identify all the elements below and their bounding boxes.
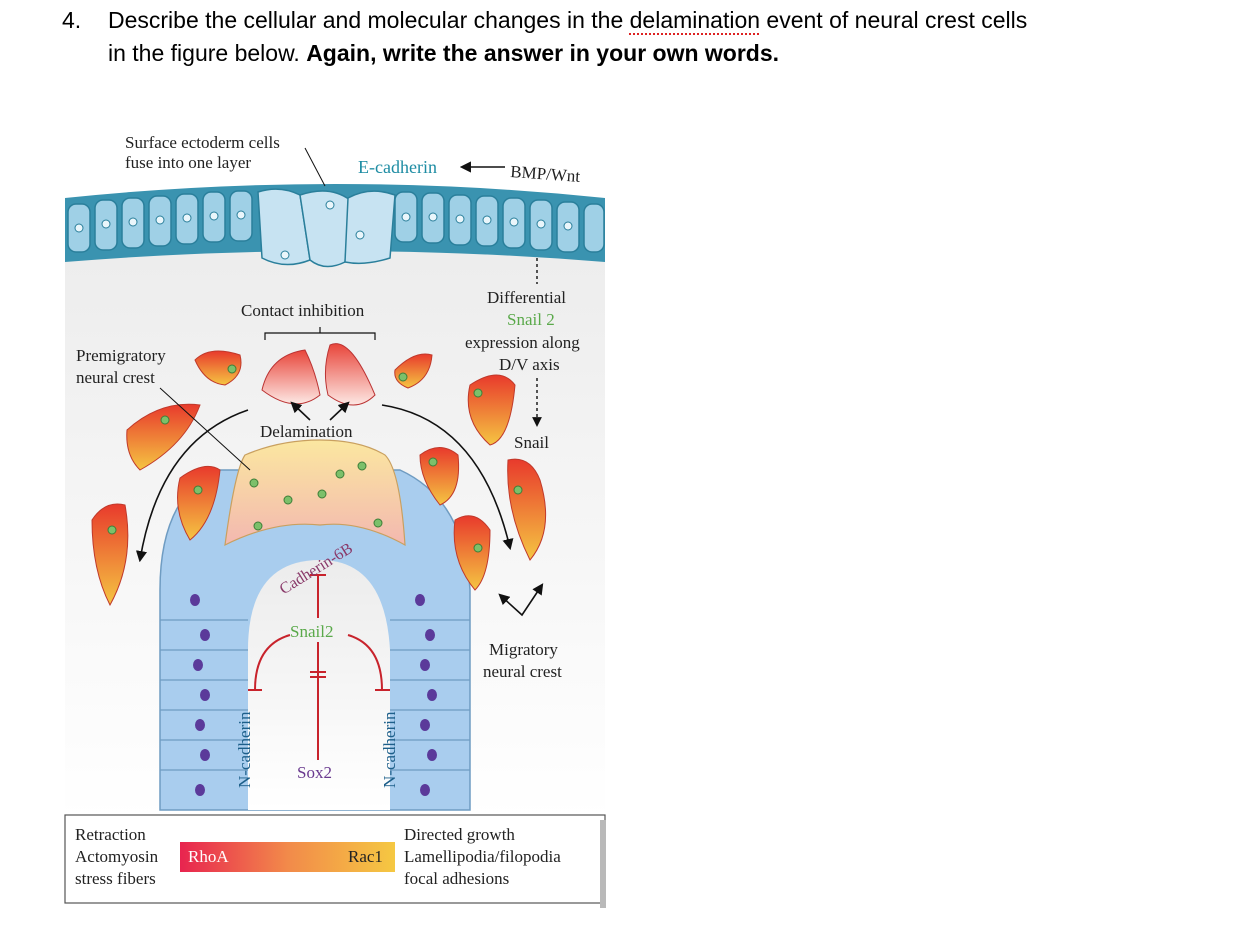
ncadherin-left-label: N-cadherin: [235, 711, 254, 788]
delamination-arrow-right: [329, 401, 350, 421]
premigratory-label-2: neural crest: [76, 368, 155, 387]
contact-inhibition-label: Contact inhibition: [241, 301, 365, 320]
question-line-2: in the figure below. Again, write the an…: [108, 40, 780, 66]
delamination-label: Delamination: [260, 422, 353, 441]
migratory-label-1: Migratory: [489, 640, 558, 659]
legend-left-3: stress fibers: [75, 869, 156, 888]
spellcheck-word[interactable]: delamination: [629, 7, 761, 33]
snail2-repress-right: [347, 634, 390, 691]
ncadherin-right-label: N-cadherin: [380, 711, 399, 788]
legend-right-1: Directed growth: [404, 825, 515, 844]
snail2-label: Snail2: [290, 622, 333, 641]
snail-label: Snail: [514, 433, 549, 452]
differential-label-1: Differential: [487, 288, 566, 307]
differential-label-3: expression along: [465, 333, 580, 352]
contact-inhibition-bracket: [264, 327, 376, 340]
migratory-arrows: [498, 583, 544, 617]
delamination-arrow-left: [290, 401, 311, 421]
migratory-label-2: neural crest: [483, 662, 562, 681]
legend-shadow: [600, 820, 606, 908]
migrating-crest-cells: [91, 350, 547, 607]
premigratory-pointer: [159, 387, 251, 471]
snail2-repress-left: [248, 634, 291, 691]
legend-left-1: Retraction: [75, 825, 146, 844]
sox2-label: Sox2: [297, 763, 332, 782]
crest-nuclei: [107, 364, 523, 553]
legend-rhoa: RhoA: [188, 847, 229, 866]
surface-pointer: [304, 147, 326, 187]
legend-right-2: Lamellipodia/filopodia: [404, 847, 561, 866]
differential-label-4: D/V axis: [499, 355, 560, 374]
differential-label-2: Snail 2: [507, 310, 555, 329]
bmp-label: BMP/Wnt: [510, 162, 581, 186]
contact-inhibition-cell-right: [324, 343, 376, 406]
snail2-to-cadherin6b: [310, 574, 326, 618]
neural-tube-nuclei: [190, 594, 437, 796]
legend-left-2: Actomyosin: [75, 847, 159, 866]
surface-label-1: Surface ectoderm cells: [125, 133, 280, 152]
right-migration-arrow: [381, 404, 514, 551]
ectoderm-nuclei: [74, 200, 573, 260]
surface-label-2: fuse into one layer: [125, 153, 251, 172]
neural-tube-cells: [160, 619, 470, 771]
legend-right-3: focal adhesions: [404, 869, 509, 888]
legend-rac1: Rac1: [348, 847, 383, 866]
sox2-to-snail2: [310, 642, 326, 760]
fan-nuclei: [249, 461, 383, 531]
premigratory-label-1: Premigratory: [76, 346, 166, 365]
bold-instruction: Again, write the answer in your own word…: [306, 40, 780, 66]
left-migration-arrow: [135, 409, 249, 563]
ecadherin-label: E-cadherin: [358, 157, 437, 177]
fusing-cells: [257, 188, 396, 268]
question-number: 4.: [62, 7, 82, 33]
legend-gradient-bar: [180, 842, 395, 872]
question-line-1: Describe the cellular and molecular chan…: [108, 7, 1028, 33]
